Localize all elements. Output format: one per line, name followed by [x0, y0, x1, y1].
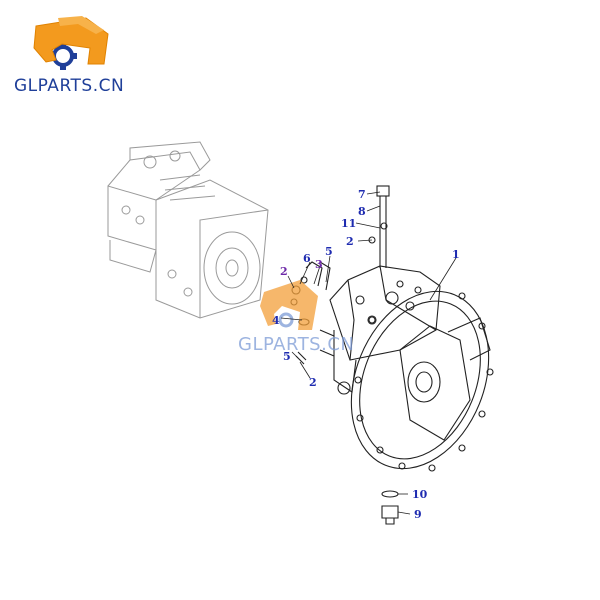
watermark-text: GLPARTS.CN: [238, 334, 355, 355]
callout-4: 4: [272, 314, 280, 327]
callout-2-upper: 2: [346, 235, 354, 248]
callout-6: 6: [303, 252, 311, 265]
callout-3: 3: [315, 258, 323, 271]
brand-name: GLPARTS.CN: [14, 76, 125, 96]
callout-1: 1: [452, 248, 460, 261]
callout-2-lower: 2: [309, 376, 317, 389]
callout-10: 10: [412, 488, 428, 501]
callout-2-left: 2: [280, 265, 288, 278]
callout-5-lower: 5: [283, 350, 291, 363]
main-pump-assembly: [290, 185, 494, 525]
reference-pump-outline: [107, 141, 269, 319]
callout-8: 8: [358, 205, 366, 218]
leader-lines: [280, 191, 457, 515]
callout-5-upper: 5: [325, 245, 333, 258]
callout-9: 9: [414, 508, 422, 521]
callout-7: 7: [358, 188, 366, 201]
callout-11: 11: [341, 217, 357, 230]
glparts-logo: [33, 16, 109, 70]
watermark-logo: [260, 280, 318, 330]
